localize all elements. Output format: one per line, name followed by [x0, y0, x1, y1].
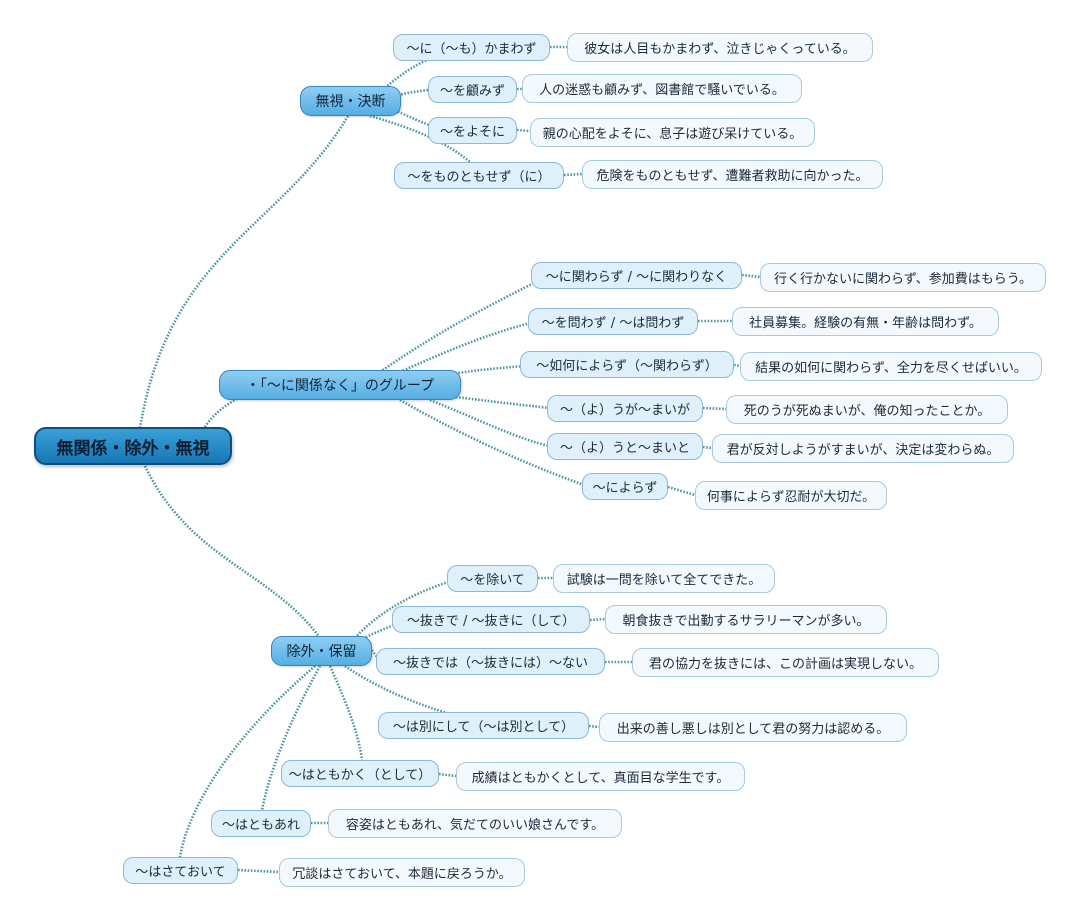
pattern-node[interactable]: ～は別にして（～は別として） [378, 712, 589, 739]
example-node: 何事によらず忍耐が大切だ。 [695, 481, 887, 510]
example-node: 人の迷惑も顧みず、図書館で騒いでいる。 [522, 74, 802, 103]
pattern-node[interactable]: ～（よ）うが～まいが [547, 395, 703, 422]
connector-example [589, 617, 606, 622]
connector-root-group [203, 388, 259, 428]
pattern-node[interactable]: ～（よ）うと～まいと [547, 433, 703, 460]
pattern-node[interactable]: ～をよそに [428, 117, 517, 144]
connector-branch [429, 398, 551, 448]
group-regardless[interactable]: ・「～に関係なく」のグループ [219, 370, 461, 400]
root-node[interactable]: 無関係・除外・無視 [34, 427, 232, 465]
pattern-node[interactable]: ～抜きで / ～抜きに（して） [392, 606, 590, 633]
pattern-node[interactable]: ～はともかく（として） [281, 760, 439, 787]
example-node: 君の協力を抜きには、この計画は実現しない。 [632, 648, 939, 677]
connector-branch [344, 664, 451, 716]
connector-example [438, 772, 457, 778]
group-exclusion-reserve[interactable]: 除外・保留 [271, 636, 372, 666]
example-node: 出来の善し悪しは別として君の努力は認める。 [599, 713, 907, 742]
pattern-node[interactable]: ～はさておいて [123, 857, 238, 884]
pattern-node[interactable]: ～に（～も）かまわず [393, 34, 550, 61]
connector-example [702, 445, 713, 450]
connector-branch [354, 578, 456, 639]
pattern-node[interactable]: ～を顧みず [428, 76, 517, 103]
example-node: 結果の如何に関わらず、全力を尽くせばいい。 [740, 352, 1042, 381]
connector-branch [399, 320, 536, 374]
example-node: 親の心配をよそに、息子は遊び呆けている。 [530, 118, 815, 147]
connector-branch [429, 364, 526, 380]
connector-example [516, 128, 531, 133]
connector-example [702, 406, 727, 411]
example-node: 成績はともかくとして、真面目な学生です。 [456, 762, 745, 791]
connector-branch [399, 398, 591, 489]
example-node: 容姿はともあれ、気だてのいい娘さんです。 [328, 809, 622, 838]
example-node: 君が反対しようがすまいが、決定は変わらぬ。 [712, 434, 1014, 463]
connector-branch [328, 665, 364, 761]
pattern-node[interactable]: ～を除いて [447, 565, 538, 592]
connector-root-group [143, 465, 322, 639]
example-node: 朝食抜きで出勤するサラリーマンが多い。 [605, 605, 887, 634]
connector-example [588, 724, 600, 729]
connector-example [741, 273, 761, 279]
example-node: 冗談はさておいて、本題に戻ろうか。 [279, 858, 525, 887]
pattern-node[interactable]: ～をものともせず（に） [394, 162, 564, 189]
example-node: 行く行かないに関わらず、参加費はもらう。 [760, 263, 1046, 292]
connector-example [733, 363, 741, 368]
pattern-node[interactable]: ～如何によらず（～関わらず） [520, 351, 734, 378]
connector-branch [260, 665, 322, 811]
example-node: 社員募集。経験の有無・年齢は問わず。 [732, 307, 999, 336]
connector-branch [379, 278, 541, 374]
group-ignore-decision[interactable]: 無視・決断 [300, 86, 401, 116]
connector-example [237, 868, 280, 874]
connector-example [667, 485, 696, 497]
example-node: 試験は一問を除いて全てできた。 [553, 564, 775, 593]
pattern-node[interactable]: ～を問わず / ～は問わず [528, 308, 698, 335]
pattern-node[interactable]: ～抜きでは（～抜きには）～ない [376, 648, 605, 675]
connector-branch [178, 665, 316, 858]
example-node: 死のうが死ぬまいが、俺の知ったことか。 [726, 395, 1008, 424]
pattern-node[interactable]: ～によらず [582, 473, 668, 500]
example-node: 危険をものともせず、遭難者救助に向かった。 [582, 160, 883, 189]
pattern-node[interactable]: ～はともあれ [211, 810, 311, 837]
example-node: 彼女は人目もかまわず、泣きじゃくっている。 [567, 33, 873, 62]
pattern-node[interactable]: ～に関わらず / ～に関わりなく [531, 262, 742, 289]
connector-branch [439, 393, 551, 410]
connector-example [563, 172, 583, 177]
